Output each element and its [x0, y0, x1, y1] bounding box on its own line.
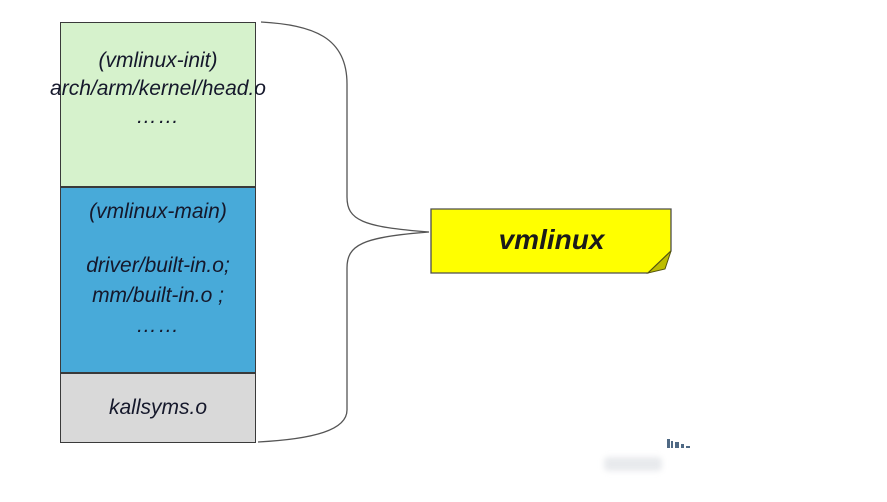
curly-brace: [257, 21, 430, 443]
object-file: driver/built-in.o;: [61, 251, 255, 281]
ellipsis: ……: [61, 103, 255, 131]
head-o-label: arch/arm/kernel/head.o: [50, 77, 266, 100]
section-title: (vmlinux-main): [61, 198, 255, 226]
section-kallsyms: kallsyms.o: [61, 372, 255, 442]
section-content: driver/built-in.o; mm/built-in.o ; ……: [61, 251, 255, 341]
section-vmlinux-init: (vmlinux-init) arch/arm/kernel/head.o ……: [50, 23, 266, 186]
ellipsis-label: ……: [136, 314, 180, 337]
object-file: mm/built-in.o ;: [61, 281, 255, 311]
driver-built-in-label: driver/built-in.o;: [86, 254, 230, 277]
vmlinux-main-label: (vmlinux-main): [89, 200, 227, 223]
vmlinux-note-label: vmlinux: [431, 208, 672, 272]
watermark-logo: [667, 439, 690, 448]
ellipsis: ……: [61, 311, 255, 341]
section-vmlinux-main: (vmlinux-main) driver/built-in.o; mm/bui…: [61, 186, 255, 372]
object-stack: (vmlinux-init) arch/arm/kernel/head.o ………: [50, 22, 266, 443]
kallsyms-label: kallsyms.o: [108, 396, 208, 419]
section-title: (vmlinux-init): [61, 47, 255, 75]
ellipsis-label: ……: [136, 105, 180, 128]
object-file: kallsyms.o: [109, 394, 207, 422]
faint-watermark: [604, 457, 662, 471]
vmlinux-text: vmlinux: [498, 224, 605, 255]
mm-built-in-label: mm/built-in.o ;: [92, 284, 224, 307]
object-file: arch/arm/kernel/head.o: [50, 75, 266, 103]
vmlinux-init-label: (vmlinux-init): [98, 49, 218, 72]
spacer: [61, 226, 255, 251]
